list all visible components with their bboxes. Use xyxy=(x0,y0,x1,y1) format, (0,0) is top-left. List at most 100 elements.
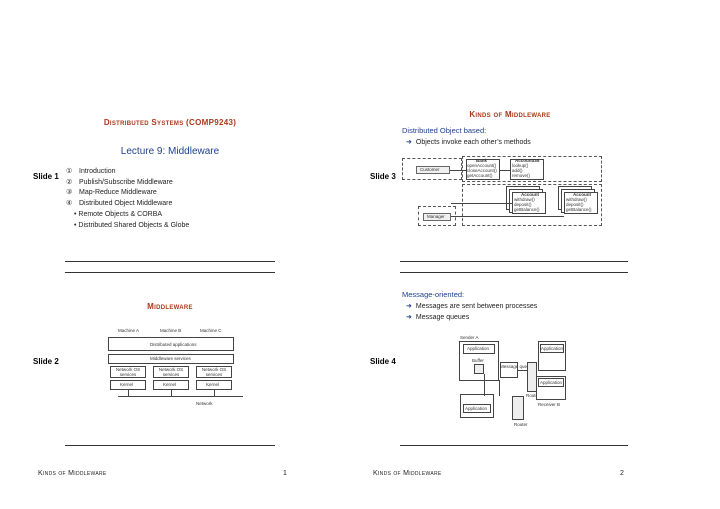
bullet: ➜Messages are sent between processes xyxy=(406,303,538,310)
connector xyxy=(500,170,510,171)
connector xyxy=(518,370,528,371)
outline-subitem: • Remote Objects & CORBA xyxy=(74,211,163,218)
network-line xyxy=(118,396,243,397)
slide-2-label: Slide 2 xyxy=(33,357,59,366)
machine-label: Machine A xyxy=(118,328,140,333)
account-method: getBalance() xyxy=(514,207,540,212)
account-label: Account xyxy=(573,192,591,197)
buffer-stack xyxy=(474,364,484,374)
bank-method: closeAccount() xyxy=(467,168,497,173)
slide-4-heading: Message-oriented: xyxy=(402,290,465,299)
slide-4-top-rule xyxy=(400,272,628,273)
accountdb-box xyxy=(510,159,544,180)
account-method: deposit() xyxy=(566,202,584,207)
bank-frame xyxy=(462,156,602,182)
kernel-label: Kernel xyxy=(163,382,177,387)
app-label: Application xyxy=(467,346,490,351)
router-label: Router xyxy=(526,393,540,398)
network-drop xyxy=(128,390,129,396)
slide-4-bullets: ➜Messages are sent between processes ➜Me… xyxy=(406,301,537,323)
os-label: Network OS services xyxy=(201,367,227,377)
receiver-app xyxy=(538,378,564,387)
app-label: Application xyxy=(540,380,563,385)
network-drop xyxy=(214,390,215,396)
footer-left-text: Kinds of Middleware xyxy=(38,470,107,477)
network-drop xyxy=(171,390,172,396)
kernel-box xyxy=(110,380,146,390)
connector xyxy=(499,380,500,396)
connector xyxy=(450,170,466,171)
accounts-frame xyxy=(462,184,602,226)
services-label: Middleware services xyxy=(150,356,191,361)
bullet: ➜Message queues xyxy=(406,314,470,321)
slide-3-heading: Distributed Object based: xyxy=(402,126,487,135)
accountdb-method: lookup() xyxy=(512,163,529,168)
os-label: Network OS services xyxy=(158,367,184,377)
machine-label: Machine B xyxy=(160,328,182,333)
accountdb-method: add() xyxy=(512,168,523,173)
accountdb-method: remove() xyxy=(512,173,531,178)
os-label: Network OS services xyxy=(115,367,141,377)
apps-layer xyxy=(108,337,234,351)
app-label: Application xyxy=(465,406,488,411)
slide-4-rule xyxy=(400,445,628,446)
kernel-box xyxy=(153,380,189,390)
app-label: Application xyxy=(541,346,564,351)
receiver-label: Receiver B xyxy=(538,402,561,407)
sender-app xyxy=(463,344,495,354)
account-method: withdraw() xyxy=(566,197,587,202)
os-box xyxy=(110,366,146,378)
slide-3-rule xyxy=(400,261,628,262)
slide-1-label: Slide 1 xyxy=(33,172,59,181)
account-method: deposit() xyxy=(514,202,532,207)
slide-3-label: Slide 3 xyxy=(370,172,396,181)
bank-method: getAccount() xyxy=(467,173,493,178)
slide-1-rule xyxy=(65,261,275,262)
footer-right-page: 2 xyxy=(620,470,624,477)
app-right xyxy=(540,344,564,353)
slide-3-title: Kinds of Middleware xyxy=(469,110,551,119)
machine-label: Machine C xyxy=(200,328,222,333)
queue-box xyxy=(500,362,518,378)
slide-2-title: Middleware xyxy=(147,302,193,311)
footer-left-page: 1 xyxy=(283,470,287,477)
bottom-app xyxy=(463,404,491,413)
outline-subitem: • Distributed Shared Objects & Globe xyxy=(74,221,190,229)
slide-1-title: Distributed Systems (COMP9243) xyxy=(103,118,237,127)
queue-label: Message queue xyxy=(500,364,533,369)
customer-frame xyxy=(402,158,462,180)
manager-label: Manager xyxy=(427,214,445,219)
slide-1-subtitle: Lecture 9: Middleware xyxy=(120,146,220,157)
buffer-label: Buffer xyxy=(472,358,484,363)
slide-2-top-rule xyxy=(65,272,275,273)
manager-box xyxy=(423,213,451,221)
customer-box xyxy=(416,166,450,174)
bank-method: openAccount() xyxy=(467,163,497,168)
apps-label: Distributed applications xyxy=(150,342,197,347)
accountdb-label: AccountDB xyxy=(515,158,540,163)
bank-box xyxy=(466,159,500,180)
connector xyxy=(451,203,512,204)
os-box xyxy=(196,366,232,378)
kernel-label: Kernel xyxy=(120,382,134,387)
kernel-box xyxy=(196,380,232,390)
router-box-low xyxy=(512,396,524,420)
bank-label: Bank xyxy=(476,158,488,163)
services-layer xyxy=(108,354,234,364)
sender-label: Sender A xyxy=(460,335,479,340)
slide-3-bullets: ➜Objects invoke each other’s methods xyxy=(406,137,531,148)
network-label: Network xyxy=(196,401,213,406)
account-box xyxy=(512,192,546,214)
connector xyxy=(451,216,564,217)
os-box xyxy=(153,366,189,378)
kernel-label: Kernel xyxy=(206,382,220,387)
connector xyxy=(484,374,485,396)
bullet: ➜Objects invoke each other’s methods xyxy=(406,139,531,146)
customer-label: Customer xyxy=(420,167,440,172)
slide-4-label: Slide 4 xyxy=(370,357,396,366)
account-label: Account xyxy=(521,192,539,197)
